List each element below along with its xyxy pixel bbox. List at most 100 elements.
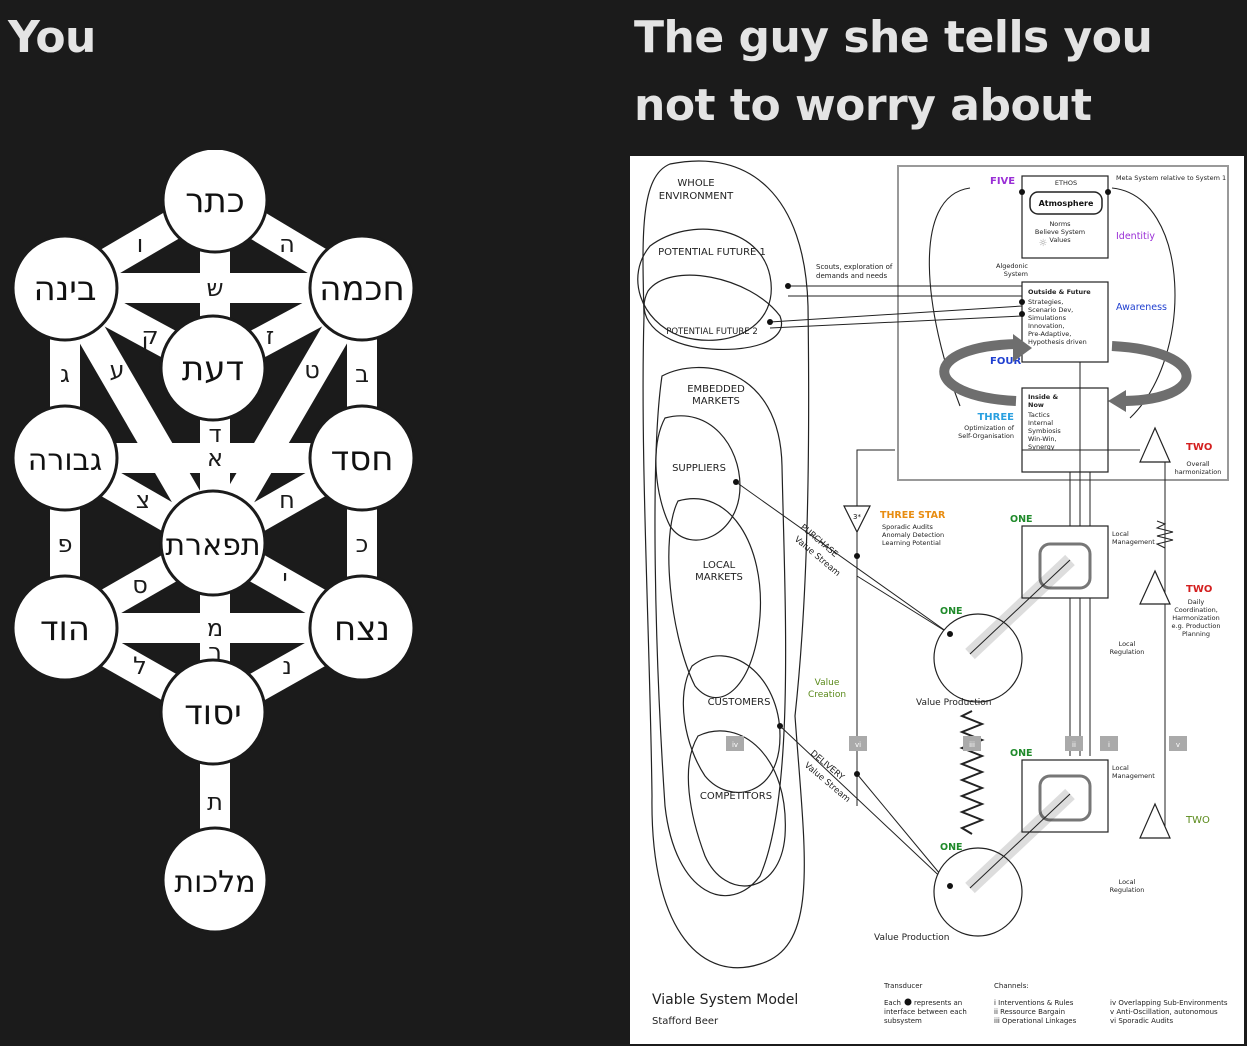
sephira-chokhmah [308,234,416,342]
label-chokhmah: חכמה [319,269,405,309]
atmosphere-box [1029,191,1103,215]
letter-alef: א [207,444,223,472]
label-tiferet: תפארת [165,528,260,563]
letter-zayin: ז [266,322,274,350]
letter-lamed: ל [133,652,147,680]
letter-tav: ת [207,788,223,816]
outside-future-line-4: Innovation, [1028,322,1064,330]
customers-blob [682,655,781,793]
suppliers-blob [655,415,741,541]
operation-management-box-1 [1021,525,1109,599]
channel-legend-v: v Anti-Oscillation, autonomous [1110,1008,1218,1016]
value-production-circle-1 [933,613,1023,703]
outside-future-line-6: Hypothesis driven [1028,338,1087,346]
lightbulb-icon: ☼ [1039,238,1048,249]
system-three-label: THREE [977,412,1014,423]
local-regulation-1-line-2: Regulation [1110,648,1145,656]
letter-ayin: ע [109,356,124,384]
local-management-1-line-1: Local [1112,530,1129,538]
channel-legend-i: i Interventions & Rules [994,999,1074,1007]
transducer-represents: represents an [914,999,962,1007]
letter-mem: מ [207,614,223,642]
letter-bet: ב [355,360,369,388]
potential-future-1-blob [637,228,772,341]
system-two-triangle-3 [1139,802,1171,839]
letter-dalet: ד [208,420,221,448]
atmosphere-label: Atmosphere [1039,199,1094,208]
channel-vi: vi [855,741,861,749]
daily-coordination-line-3: Harmonization [1172,614,1220,622]
inside-now-line-3: Symbiosis [1028,427,1061,435]
overall-harmonization-line-2: harmonization [1175,468,1222,476]
letter-yod: י [282,564,287,592]
competitors-label: COMPETITORS [700,791,772,802]
scouts-label-2: demands and needs [816,272,887,280]
inside-now-line-5: Synergy [1028,443,1055,451]
inside-now-line-2: Internal [1028,419,1053,427]
letter-he: ה [279,230,295,258]
letter-tet: ט [304,356,320,384]
transducer-line-2: interface between each [884,1008,967,1016]
sephira-chesed [308,404,416,512]
embedded-markets-label-1: EMBEDDED [687,384,745,395]
local-markets-label-1: LOCAL [703,560,736,571]
letter-pe: פ [58,530,73,558]
letter-nun: נ [282,652,292,680]
algedonic-line-2: System [1004,270,1028,278]
outside-future-line-3: Simulations [1028,314,1067,322]
left-loop-arrow [939,339,1019,406]
label-hod: הוד [40,609,90,649]
label-chesed: חסד [331,439,394,479]
local-regulation-2-line-1: Local [1119,878,1136,886]
system-one-label-2: ONE [940,606,963,617]
three-star-label: THREE STAR [880,510,946,521]
sephira-hod [11,574,119,682]
overall-harmonization-line-1: Overall [1186,460,1209,468]
system-two-label-2: TWO [1186,584,1212,595]
potential-future-2-label: POTENTIAL FUTURE 2 [666,327,758,337]
three-star-symbol: 3* [853,513,861,521]
norms-line-3: Values [1049,236,1071,244]
inside-now-title-2: Now [1028,401,1044,409]
embedded-markets-blob [654,366,787,897]
label-gevurah: גבורה [28,443,102,478]
label-netzach: נצח [334,609,390,649]
label-daat: דעת [182,349,244,389]
awareness-label: Awareness [1116,302,1167,313]
outside-future-line-1: Strategies, [1028,298,1063,306]
optimization-line-2: Self-Organisation [958,432,1014,440]
left-caption: You [8,12,96,63]
letter-shin: ש [206,274,223,302]
right-loop-arrow [1111,341,1192,406]
algedonic-line-1: Algedonic [996,262,1028,270]
outside-future-line-5: Pre-Adaptive, [1028,330,1071,338]
daily-coordination-line-5: Planning [1182,630,1210,638]
system-two-label-3: TWO [1185,815,1210,826]
ethos-label: ETHOS [1055,179,1077,187]
value-production-label-2: Value Production [874,933,949,943]
viable-system-model-diagram: WHOLE ENVIRONMENT POTENTIAL FUTURE 1 POT… [630,156,1244,1044]
transducer-each: Each [884,999,901,1007]
tree-of-life-diagram: ו ה ש ק ז ג ע ט ב ד א צ ח פ כ ס י מ ר ל … [11,150,416,934]
identity-label: Identitiy [1116,231,1155,242]
meta-system-label: Meta System relative to System 1 [1116,174,1226,182]
local-markets-label-2: MARKETS [695,572,743,583]
letter-chet: ח [279,486,295,514]
value-creation-line-1: Value [815,678,840,688]
local-regulation-2-line-2: Regulation [1110,886,1145,894]
whole-environment-blob [642,160,810,969]
system-one-label-4: ONE [940,842,963,853]
inside-now-line-1: Tactics [1027,411,1050,419]
system-one-label-1: ONE [1010,514,1033,525]
local-management-2-line-1: Local [1112,764,1129,772]
label-yesod: יסוד [184,693,242,733]
potential-future-2-blob [643,274,783,351]
local-markets-blob [668,498,762,699]
system-two-label: TWO [1186,442,1212,453]
letter-samekh: ס [132,571,148,599]
suppliers-label: SUPPLIERS [672,463,726,474]
system-five-box [1021,175,1109,259]
daily-coordination-line-2: Coordination, [1174,606,1218,614]
system-two-triangle [1139,426,1171,463]
sephira-tiferet [159,489,267,597]
